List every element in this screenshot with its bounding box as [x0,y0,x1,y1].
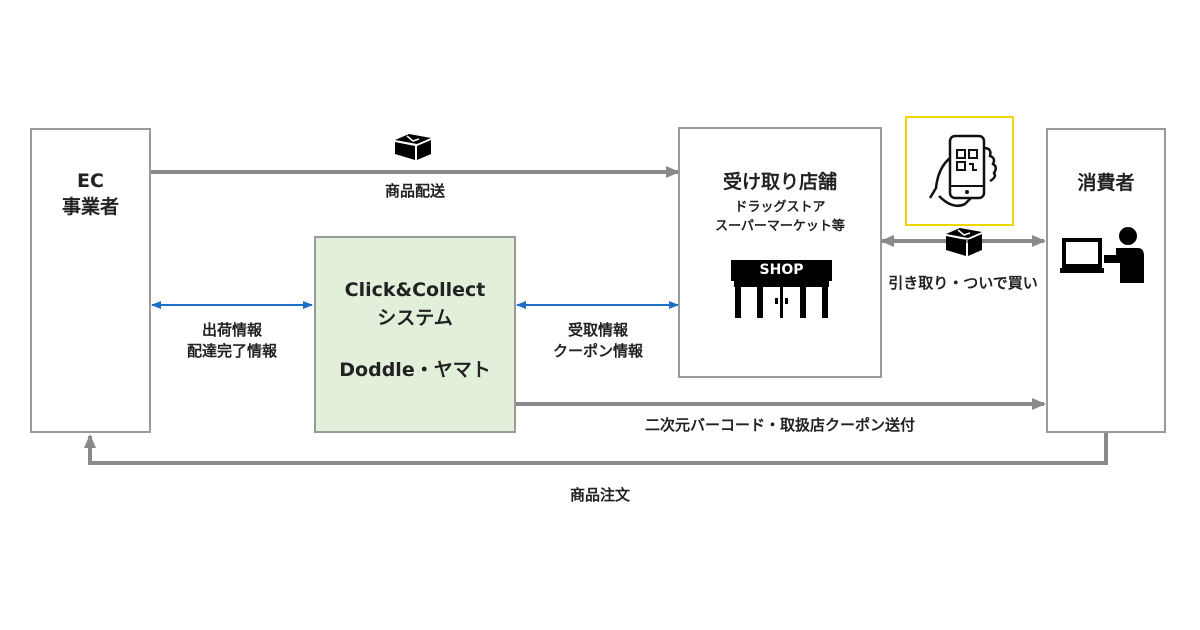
package-icon [393,132,433,160]
barcode-label: 二次元バーコード・取扱店クーポン送付 [644,416,915,434]
system-store-label: 受取情報 クーポン情報 [552,321,643,360]
consumer-title: 消費者 [1077,172,1135,194]
ec-system-label: 出荷情報 配達完了情報 [186,321,277,360]
order-arrow [84,432,1108,465]
pickup-store-node [678,127,882,378]
ec-operator-node [30,128,151,433]
ec-operator-label: EC 事業者 [61,170,119,218]
consumer-node [1046,128,1166,433]
package-icon [944,226,984,256]
smartphone-qr-icon [905,116,1014,226]
delivery-label: 商品配送 [384,182,445,200]
shop-icon: SHOP [731,260,832,320]
pickup-store-sub2: スーパーマーケット等 [715,219,845,234]
click-collect-system-node [314,236,516,433]
person-computer-icon [1060,226,1145,286]
pickup-store-title: 受け取り店舗 [722,171,837,193]
pickup-store-sub1: ドラッグストア [734,200,826,215]
click-collect-system-label: Click&Collect システム Doddle・ヤマト [339,279,491,381]
order-label: 商品注文 [569,486,630,504]
pickup-label: 引き取り・ついで買い [888,274,1038,292]
